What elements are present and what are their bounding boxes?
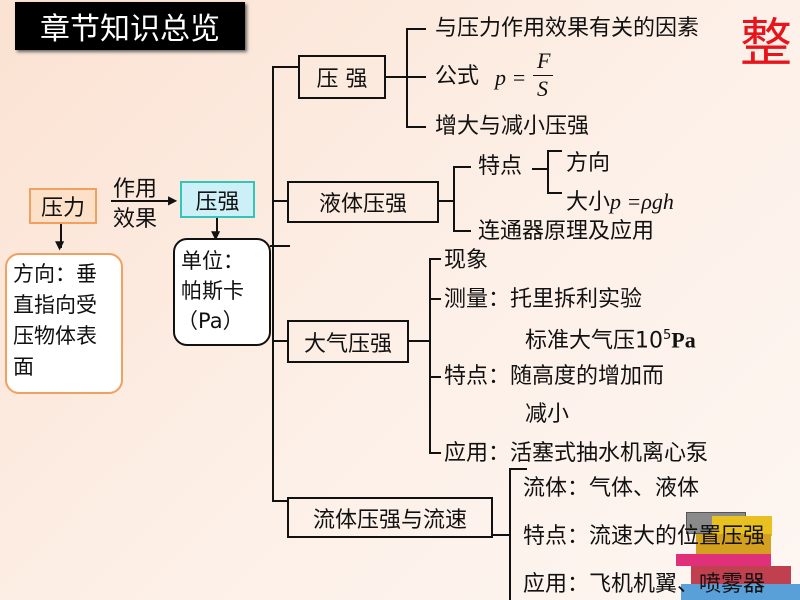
branch-line: [453, 230, 471, 232]
branch-line: [429, 376, 441, 378]
pressure-box: 压强: [180, 181, 255, 218]
branch-line: [453, 166, 471, 168]
factor-item: 与压力作用效果有关的因素: [435, 16, 700, 41]
force-box: 压力: [29, 188, 97, 224]
atm-item: 现象: [444, 248, 489, 273]
branch-line: [429, 452, 441, 454]
bracket-line: [547, 150, 549, 194]
magnitude-label: 大小: [566, 190, 611, 215]
bracket-line: [406, 28, 408, 128]
branch-line: [547, 192, 562, 194]
std-pressure: 标准大气压10: [525, 328, 663, 354]
direction-line: 方向：垂: [13, 262, 97, 286]
branch-line: [270, 245, 290, 247]
liquid-magnitude: 大小p =ρgh: [566, 188, 674, 217]
fluid-item: 特点：流速大的位置压强: [523, 524, 766, 549]
arrow-down-icon: ▼: [55, 238, 65, 252]
branch-line: [406, 28, 426, 30]
fluid-item: 应用：飞机机翼、喷雾器: [523, 572, 766, 597]
formula-item: 公式: [435, 64, 480, 89]
formula-denominator: S: [537, 76, 548, 101]
atm-item: 特点：随高度的增加而: [444, 364, 665, 389]
bracket-line: [429, 258, 431, 454]
fraction-bar: [533, 75, 553, 76]
branch-line: [406, 76, 426, 78]
branch-line: [439, 200, 454, 202]
effect-label-bottom: 效果: [113, 207, 158, 232]
corner-character: 整: [740, 14, 793, 74]
branch-line: [406, 126, 426, 128]
atm-item: 标准大气压105Pa: [525, 322, 696, 355]
branch-line: [386, 76, 408, 78]
unit-box: 单位： 帕斯卡 （Pa）: [173, 238, 271, 346]
effect-label-top: 作用: [113, 177, 158, 202]
liquid-pressure-box: 液体压强: [287, 181, 439, 223]
liquid-direction: 方向: [566, 151, 611, 176]
trunk-line: [272, 66, 274, 501]
direction-box: 方向：垂 直指向受 压物体表 面: [5, 253, 123, 394]
branch-line: [272, 200, 287, 202]
atm-item: 测量：托里拆利实验: [444, 287, 643, 312]
fluid-item: 流体：气体、液体: [523, 476, 700, 501]
bracket-line: [453, 166, 455, 232]
atmospheric-pressure-box: 大气压强: [287, 320, 409, 363]
arrow-down-icon: ▼: [211, 228, 221, 242]
branch-line: [272, 340, 287, 342]
atm-item: 减小: [525, 402, 570, 427]
increase-decrease-item: 增大与减小压强: [435, 114, 590, 139]
unit-line: 单位：: [181, 249, 244, 273]
exponent: 5: [663, 328, 672, 343]
branch-line: [509, 468, 527, 470]
liquid-formula: p =ρgh: [610, 189, 674, 214]
slide-title: 章节知识总览: [15, 2, 245, 50]
branch-line: [547, 150, 562, 152]
bracket-line: [509, 468, 511, 600]
branch-line: [532, 168, 548, 170]
connected-vessel-item: 连通器原理及应用: [478, 219, 655, 244]
formula-lhs: p =: [495, 65, 527, 90]
direction-line: 直指向受: [13, 293, 97, 317]
arrow-line: [216, 218, 218, 236]
direction-line: 压物体表: [13, 324, 97, 348]
liquid-feature: 特点: [478, 154, 523, 179]
arrow-line: [111, 200, 173, 202]
unit-line: （Pa）: [177, 309, 244, 333]
pa-unit: Pa: [671, 327, 696, 353]
unit-line: 帕斯卡: [181, 279, 244, 303]
fluid-pressure-box: 流体压强与流速: [287, 497, 493, 538]
branch-line: [429, 258, 441, 260]
pressure-branch-box: 压 强: [298, 55, 386, 99]
branch-line: [493, 534, 511, 536]
branch-line: [272, 66, 298, 68]
branch-line: [429, 298, 441, 300]
formula-numerator: F: [537, 48, 551, 73]
branch-line: [409, 340, 431, 342]
direction-line: 面: [13, 355, 34, 379]
branch-line: [272, 500, 287, 502]
atm-item: 应用：活塞式抽水机离心泵: [444, 441, 709, 466]
books-image: [676, 512, 800, 600]
arrow-line: [60, 224, 62, 248]
arrow-right-icon: ▶: [168, 193, 178, 207]
